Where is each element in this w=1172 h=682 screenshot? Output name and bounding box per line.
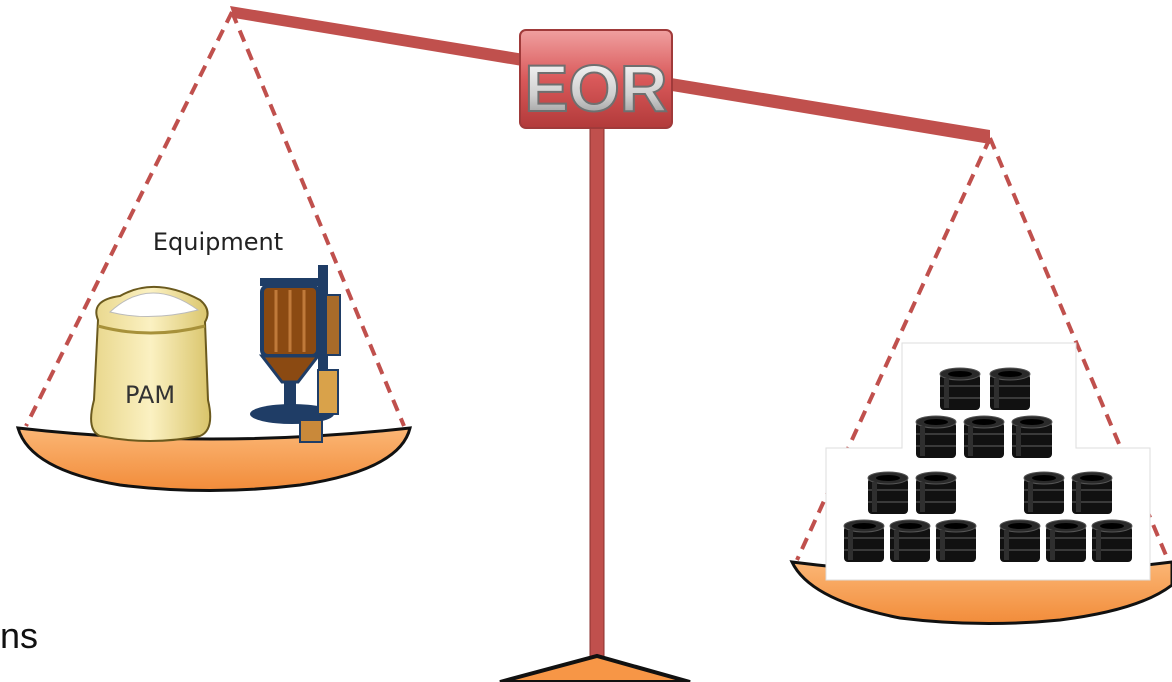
edge-text: ns [0,615,38,656]
left-ropes [24,11,406,427]
scale-post [589,109,605,671]
scale-base [499,653,691,682]
eor-label: EOR [524,51,667,125]
oil-barrels-icon [825,342,1151,581]
equipment-label: Equipment [153,228,283,256]
eor-box: EOR [519,29,673,129]
left-pan [15,426,412,492]
pam-label: PAM [125,381,175,409]
pam-sack-icon: PAM [90,286,212,442]
pump-icon [250,265,341,443]
